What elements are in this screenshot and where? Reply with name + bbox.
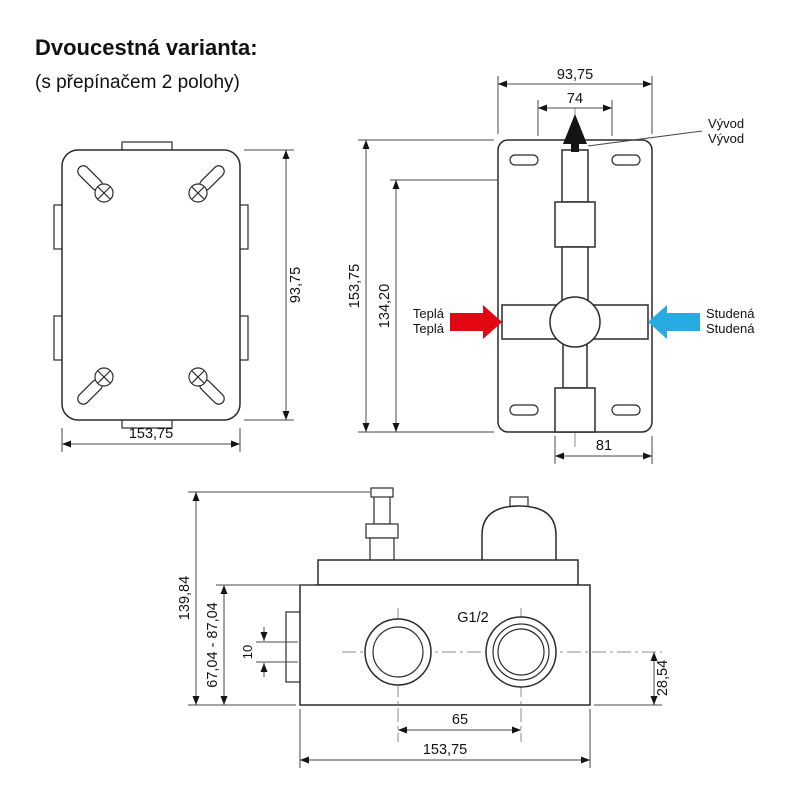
dome-cap xyxy=(481,496,557,563)
side-depth-dimension: 81 xyxy=(554,436,653,464)
front-width-dimension: 153,75 xyxy=(61,426,241,452)
outlet-label-2: Vývod xyxy=(708,131,744,146)
body-top-plate xyxy=(317,559,579,586)
page-title: Dvoucestná varianta: xyxy=(35,35,258,60)
valve-ball xyxy=(549,296,601,348)
outlet-stub xyxy=(365,487,399,563)
side-plate-height-label: 153,75 xyxy=(347,264,363,308)
page-subtitle: (s přepínačem 2 polohy) xyxy=(35,72,240,93)
cold-inlet-arrow-icon xyxy=(648,305,700,339)
screw-icon xyxy=(94,183,114,203)
right-port-threaded xyxy=(485,616,557,688)
install-depth-dimension: 67,04 - 87,04 xyxy=(205,584,314,705)
front-width-dim-label: 153,75 xyxy=(129,426,173,442)
total-height-label: 139,84 xyxy=(177,576,193,620)
side-offset-dimension: 74 xyxy=(537,91,613,136)
side-plate-width-label: 93,75 xyxy=(557,67,593,83)
body-width-label: 153,75 xyxy=(423,742,467,758)
valve-body-pipes xyxy=(501,149,649,433)
screws xyxy=(94,183,208,387)
port-height-label: 28,54 xyxy=(655,660,671,696)
body-width-dimension: 153,75 xyxy=(299,709,591,768)
total-height-dimension: 139,84 xyxy=(177,491,370,706)
side-depth-label: 81 xyxy=(596,438,612,454)
outlet-leader-line xyxy=(587,130,703,147)
small-offset-dimension: 10 xyxy=(240,627,298,677)
side-view: Vývod Vývod Teplá Teplá Studená Studená … xyxy=(347,67,755,464)
port-height-dimension: 28,54 xyxy=(594,652,671,706)
side-plate-width-dimension: 93,75 xyxy=(497,67,653,134)
side-plate-height-dimension: 153,75 xyxy=(347,139,494,433)
small-offset-label: 10 xyxy=(240,645,255,659)
port-spacing-label: 65 xyxy=(452,712,468,728)
front-height-dimension: 93,75 xyxy=(244,149,304,421)
outlet-label-1: Vývod xyxy=(708,116,744,131)
screw-icon xyxy=(188,183,208,203)
screw-icon xyxy=(188,367,208,387)
mounting-slots-side xyxy=(509,154,641,416)
side-inner-height-label: 134,20 xyxy=(377,284,393,328)
front-view: 153,75 93,75 xyxy=(53,141,304,452)
mounting-slots xyxy=(77,165,225,405)
screw-icon xyxy=(94,367,114,387)
cold-label-2: Studená xyxy=(706,321,755,336)
side-inner-height-dimension: 134,20 xyxy=(377,179,498,432)
hot-inlet-arrow-icon xyxy=(450,305,502,339)
outlet-flow-arrow-icon xyxy=(563,114,587,152)
hot-label-2: Teplá xyxy=(413,321,445,336)
side-offset-label: 74 xyxy=(567,91,583,107)
hot-label-1: Teplá xyxy=(413,306,445,321)
mounting-plate-front xyxy=(61,149,241,421)
port-spacing-dimension: 65 xyxy=(398,712,521,734)
cold-label-1: Studená xyxy=(706,306,755,321)
left-port xyxy=(364,618,432,686)
bottom-view: G1/2 139,84 67,04 - 87,04 10 65 xyxy=(177,487,671,768)
thread-size-label: G1/2 xyxy=(457,610,488,626)
front-height-dim-label: 93,75 xyxy=(288,267,304,303)
install-depth-label: 67,04 - 87,04 xyxy=(205,602,221,687)
